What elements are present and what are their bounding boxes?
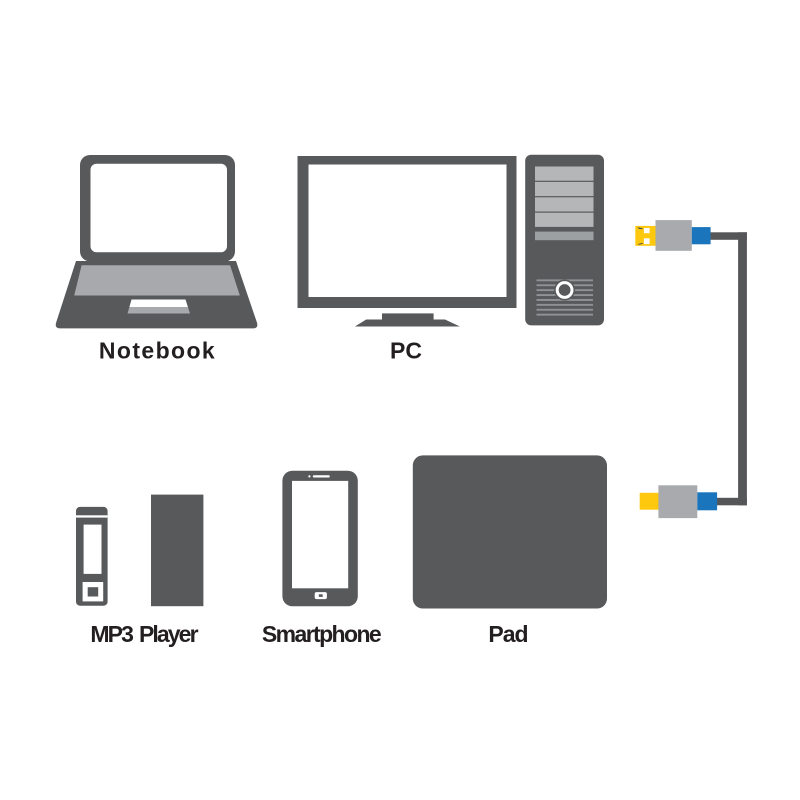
svg-text:PC: PC <box>390 338 422 364</box>
svg-text:Notebook: Notebook <box>99 338 216 364</box>
svg-text:Smartphone: Smartphone <box>262 621 381 647</box>
svg-text:Pad: Pad <box>488 621 527 647</box>
